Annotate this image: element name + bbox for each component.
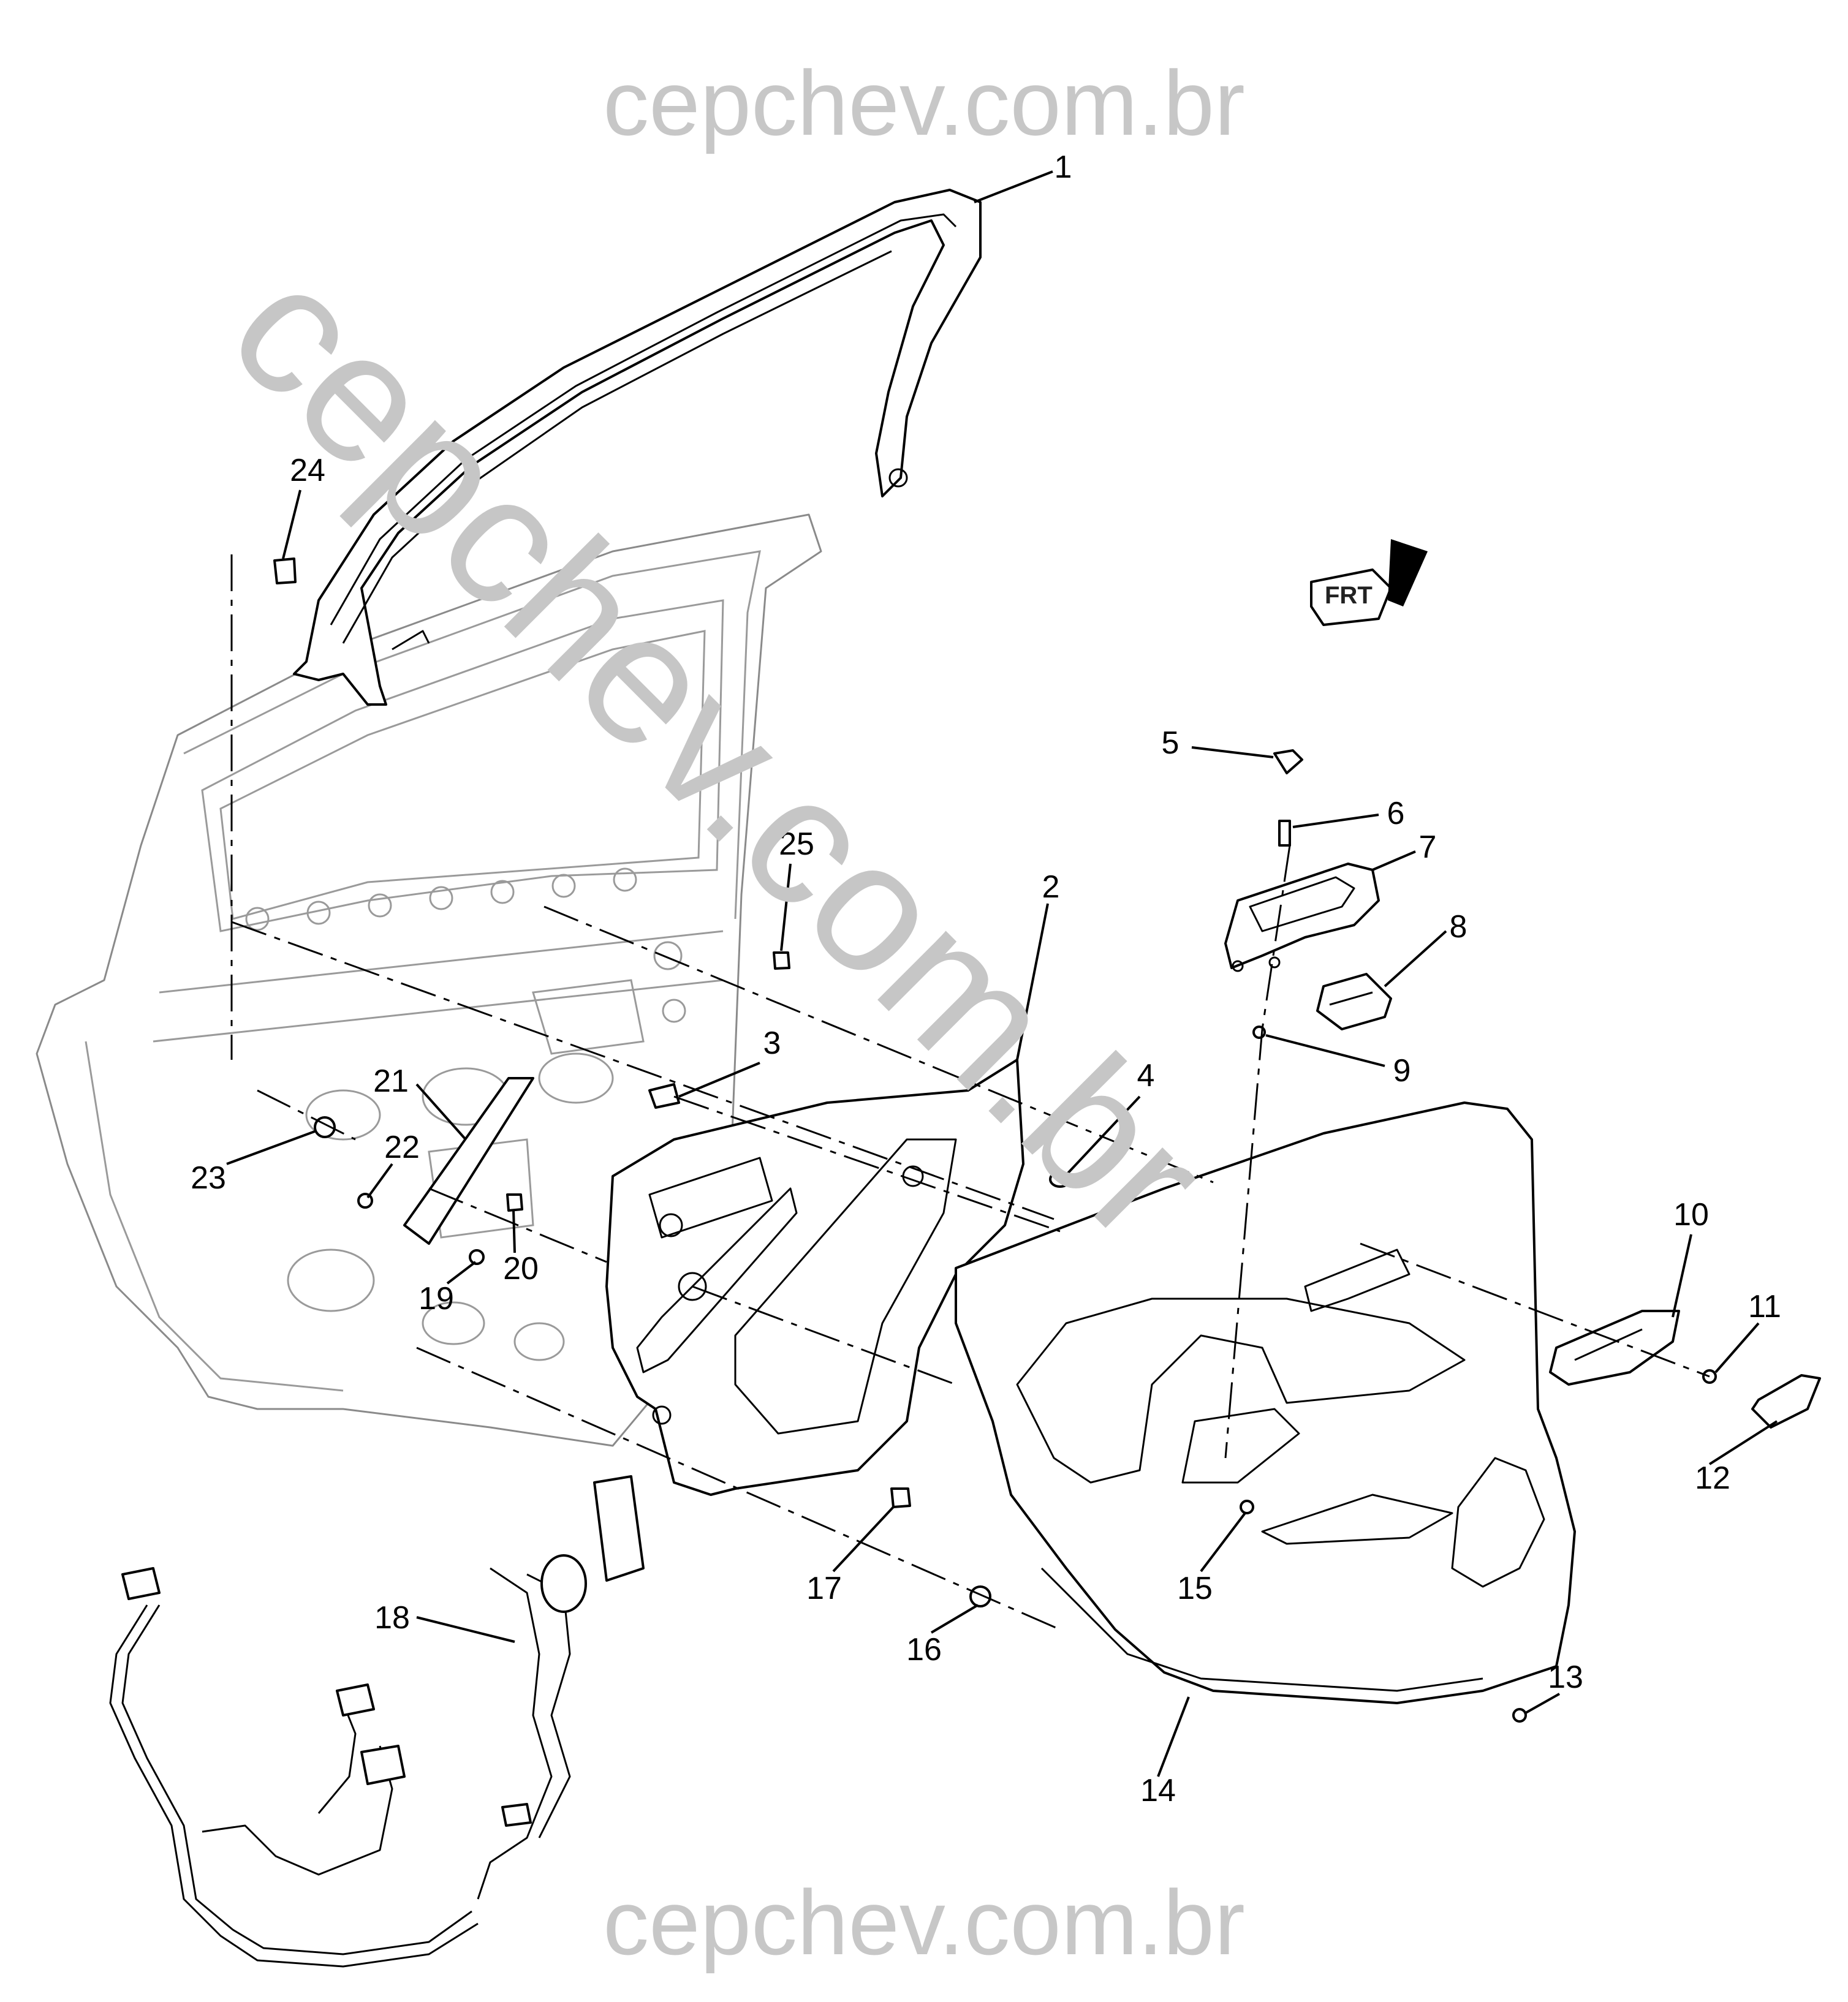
callout-22: 22 [384,1130,420,1165]
callout-8: 8 [1450,909,1467,945]
pull-handle [1549,1310,1680,1386]
callout-7: 7 [1419,829,1437,865]
harness-connector-left [121,1567,161,1600]
clip-25 [773,951,790,970]
callout-10: 10 [1673,1197,1709,1233]
water-deflector [605,1059,1024,1496]
window-switch [1316,973,1392,1030]
callout-17: 17 [806,1571,842,1606]
callout-24: 24 [290,453,325,488]
callout-25: 25 [779,826,814,862]
callout-6: 6 [1387,796,1405,831]
bracket-strip [403,1077,534,1245]
callout-12: 12 [1695,1460,1730,1496]
callout-23: 23 [191,1160,226,1196]
screw-6 [1278,820,1291,847]
callout-9: 9 [1393,1053,1411,1089]
cap-12 [1751,1374,1821,1429]
callout-3: 3 [763,1026,781,1061]
belt-line-rivets [245,867,637,931]
callout-4: 4 [1137,1058,1155,1094]
assembly-phantom-lines [230,554,1710,1631]
watermark-bottom: cepchev.com.br [603,1871,1245,1974]
door-trim-panel [955,1101,1576,1704]
frt-arrow-icon [1388,539,1428,606]
leader-lines [226,170,1778,1777]
callout-19: 19 [418,1281,454,1316]
callout-5: 5 [1162,725,1180,761]
harness-connector-right [501,1803,532,1827]
clip-3 [648,1083,680,1109]
screw-19 [469,1249,485,1265]
callout-13: 13 [1548,1660,1583,1695]
cap-5 [1273,749,1303,774]
callout-15: 15 [1177,1571,1213,1606]
callout-1: 1 [1055,149,1072,185]
screw-13 [1512,1708,1527,1723]
callout-labels: 1 2 3 4 5 6 7 8 9 10 11 12 13 14 15 16 1… [191,149,1781,1808]
harness-connector-mid [336,1683,375,1717]
callout-20: 20 [503,1251,539,1286]
wiring-harness [109,1475,645,1968]
watermark-top: cepchev.com.br [603,51,1245,154]
push-pin-16 [969,1585,991,1607]
screw-15 [1240,1500,1254,1514]
callout-2: 2 [1042,869,1060,905]
inner-panel-cutouts [287,941,686,1361]
inside-handle-bezel [1224,863,1380,972]
clip-20 [506,1193,523,1212]
harness-connector-switch [360,1745,406,1785]
harness-connector-top [593,1475,645,1582]
callout-21: 21 [373,1063,409,1099]
callout-11: 11 [1748,1289,1781,1324]
callout-14: 14 [1140,1773,1176,1808]
callout-16: 16 [906,1632,942,1668]
window-frame-molding [293,189,982,706]
clip-17 [890,1487,911,1508]
plug-4 [1049,1171,1071,1188]
frt-label: FRT [1325,582,1373,609]
callout-18: 18 [374,1600,410,1636]
front-direction-indicator: FRT [1310,539,1428,626]
harness-grommet [540,1554,587,1613]
clip-24 [273,557,297,584]
